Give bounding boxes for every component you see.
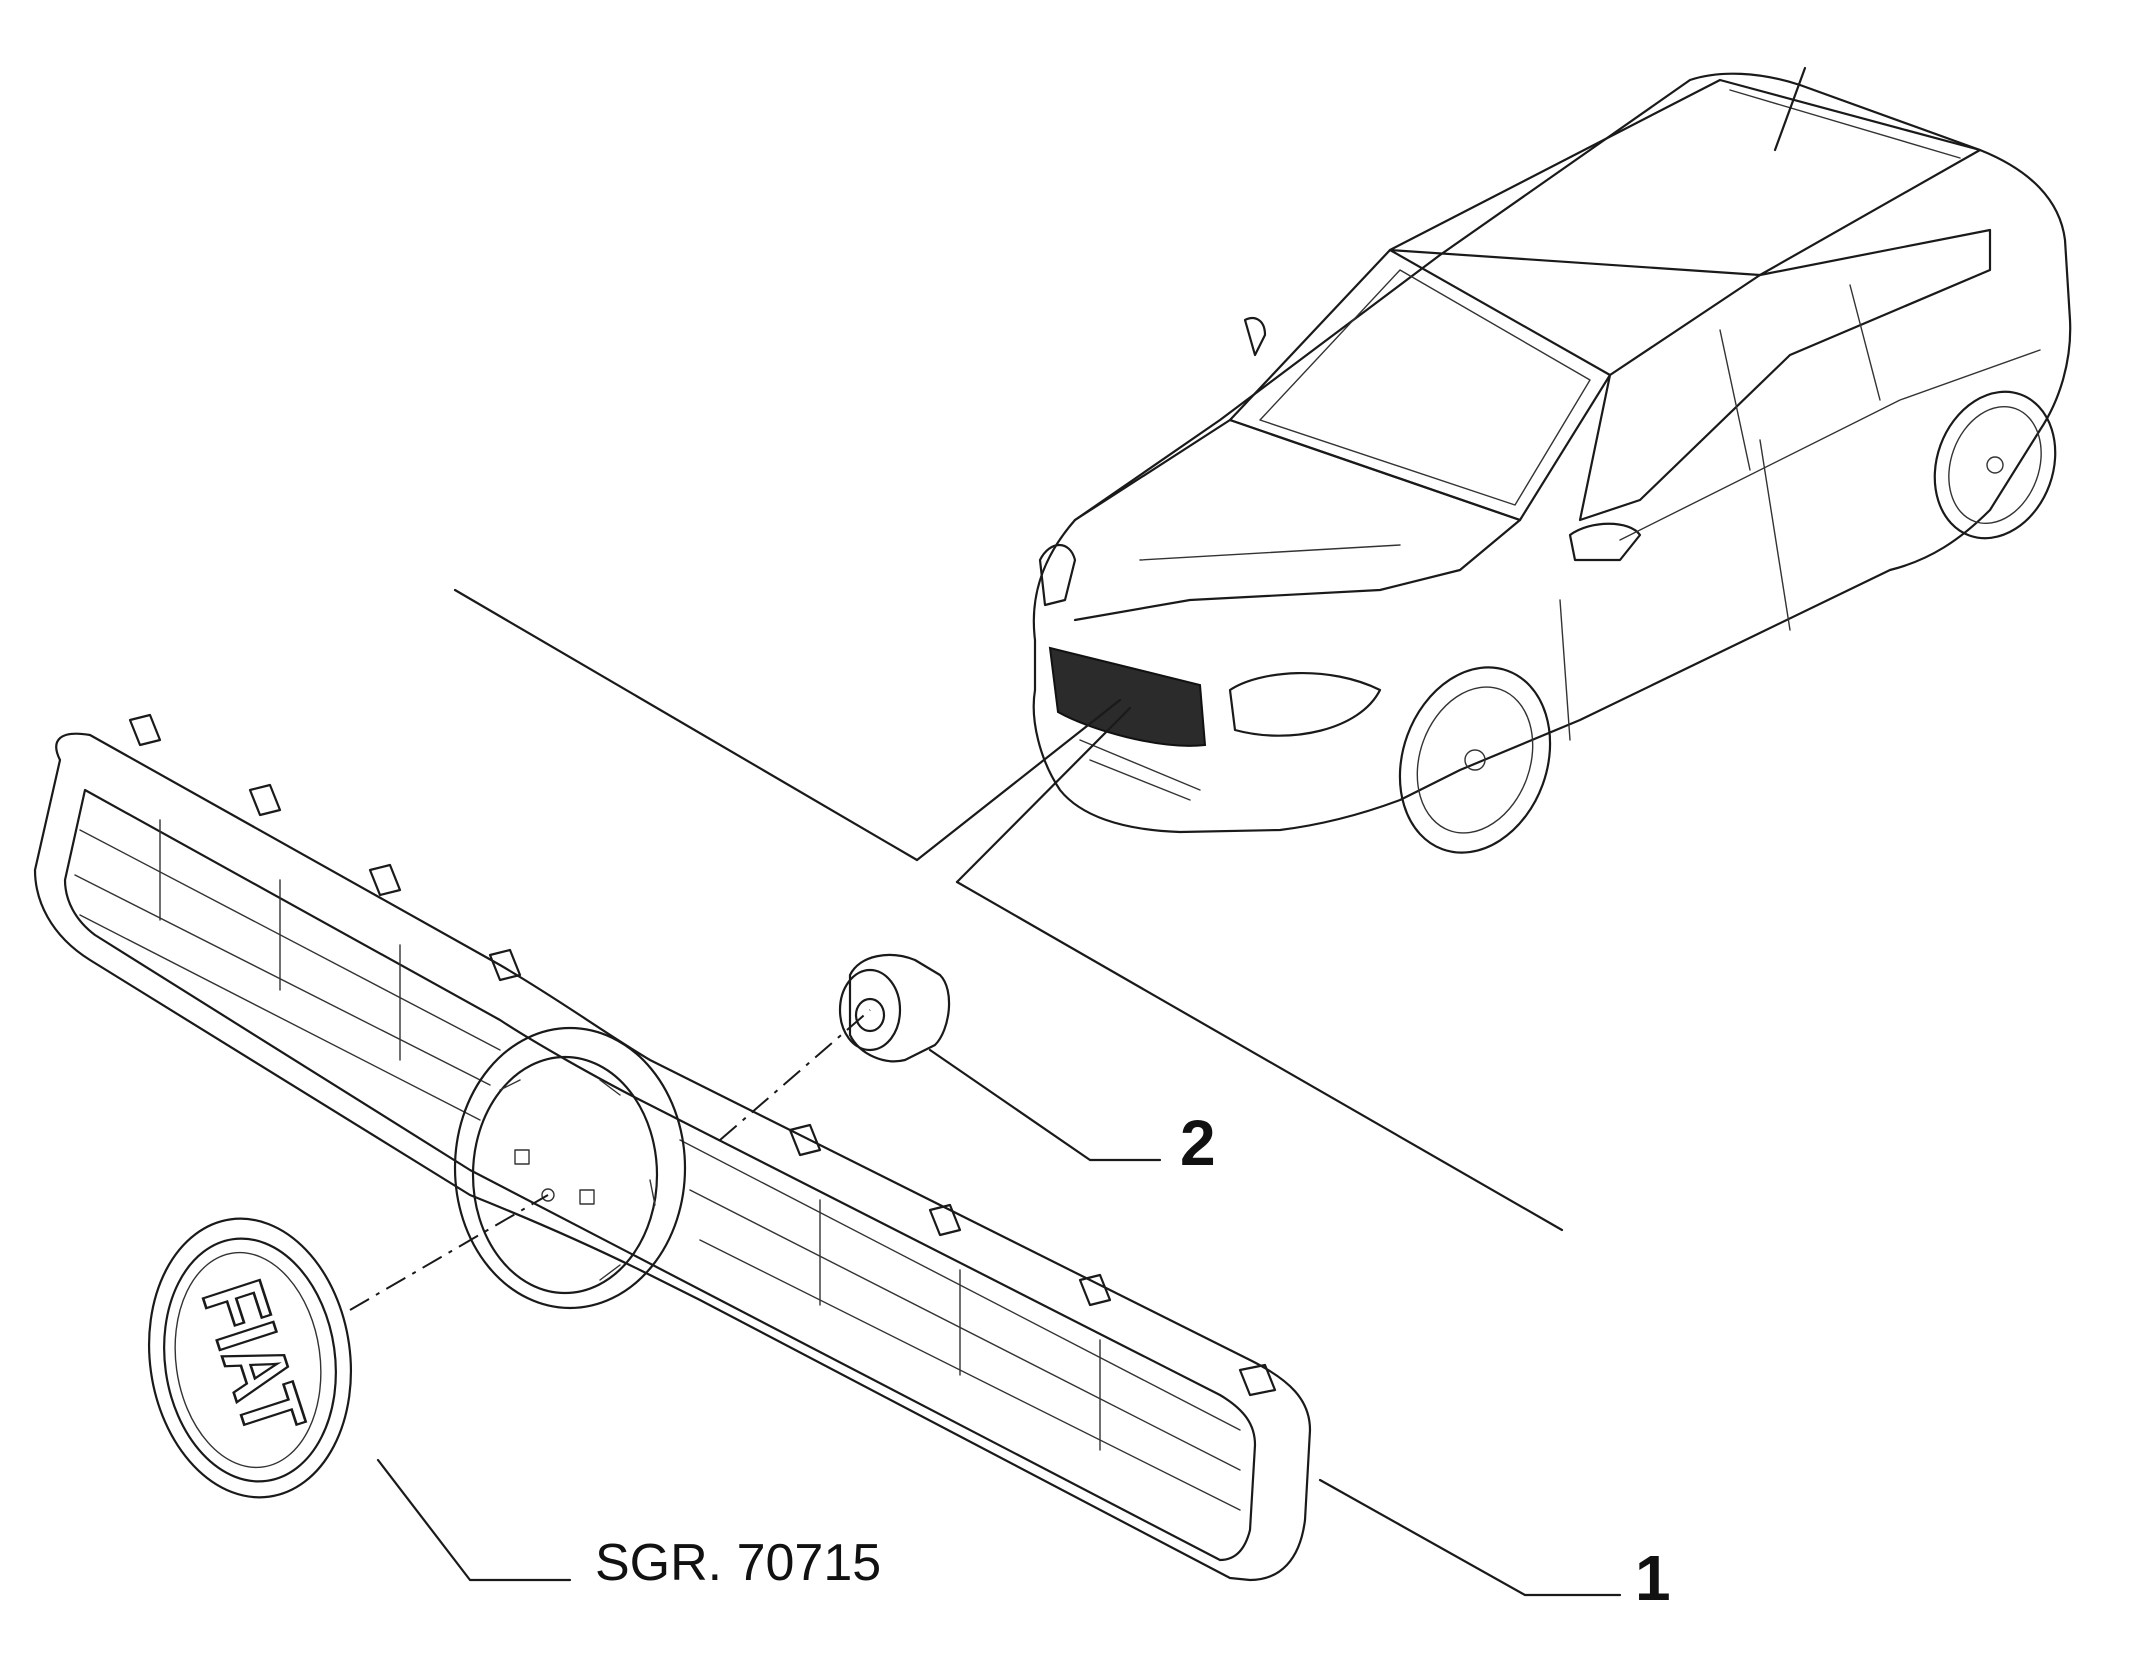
callout-part-1: 1 (1635, 1542, 1671, 1614)
bushing-part (838, 953, 951, 1063)
callout-reference: SGR. 70715 (595, 1534, 881, 1592)
alignment-line-bushing (719, 1009, 871, 1141)
leader-lines (376, 1048, 1622, 1597)
car-illustration (1032, 66, 2072, 854)
separator-lines (453, 588, 1564, 1232)
callout-part-2: 2 (1180, 1107, 1216, 1179)
fiat-badge: FIAT (147, 1217, 353, 1499)
radiator-grille (33, 713, 1312, 1582)
fiat-logo-text: FIAT (184, 1270, 324, 1447)
alignment-line-badge (349, 1194, 549, 1311)
car-grille-highlight (1048, 646, 1207, 747)
